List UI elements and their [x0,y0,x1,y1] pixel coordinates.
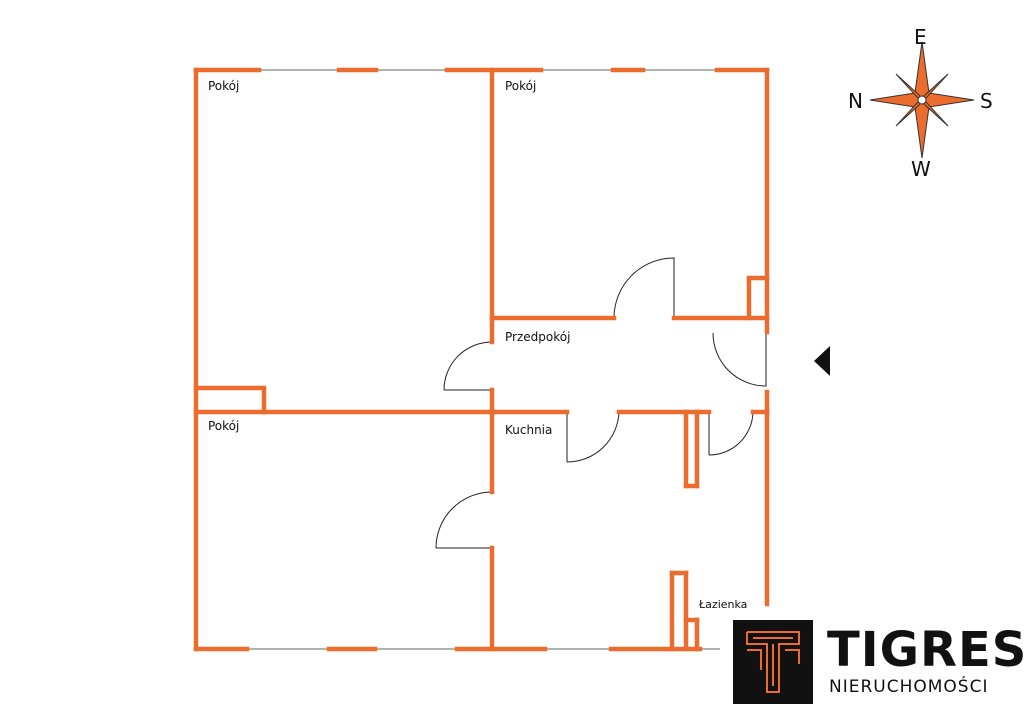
window-lines [196,69,767,650]
logo-brand-text: TIGRES [827,622,1024,678]
room-label-bottom-left: Pokój [208,419,240,433]
compass-label-top: E [914,25,927,49]
room-label-kitchen: Kuchnia [505,423,553,437]
compass-rose-icon [869,41,975,159]
door-arc-hall-top [613,257,675,319]
room-label-top-left: Pokój [208,79,240,93]
room-label-bathroom: Łazienka [699,598,748,611]
door-arc-kitchen [566,411,620,463]
compass-label-bottom: W [911,157,931,181]
room-label-hall: Przedpokój [505,330,571,344]
compass-label-left: N [848,89,863,113]
logo-mark-icon [733,620,813,704]
door-arc-bathroom [708,411,754,456]
company-logo: TIGRES NIERUCHOMOŚCI [733,620,1024,704]
walls [193,67,770,652]
entrance-arrow-icon [814,346,830,376]
door-arc-hall-left [443,341,493,391]
door-arc-bottom-room [435,491,493,549]
door-arc-entrance [712,332,767,387]
compass-label-right: S [980,89,993,113]
logo-subtitle-text: NIERUCHOMOŚCI [829,677,989,697]
door-arcs [435,257,767,549]
room-label-top-right: Pokój [505,79,537,93]
